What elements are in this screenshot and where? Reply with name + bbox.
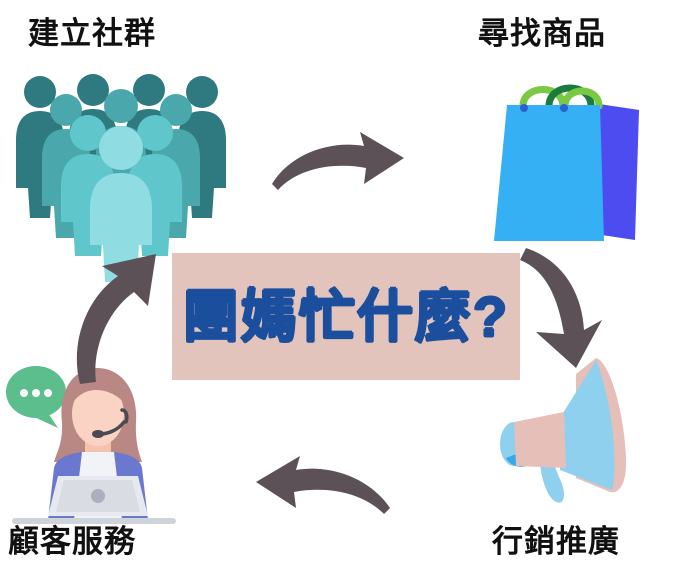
label-customer-service: 顧客服務	[8, 524, 136, 559]
label-find-products: 尋找商品	[478, 16, 606, 51]
chat-bubble-icon	[6, 366, 66, 428]
arrow-customer-service-to-build-community	[62, 242, 182, 388]
support-agent-icon	[2, 356, 184, 528]
megaphone-icon	[492, 352, 664, 524]
people-group-icon	[10, 70, 232, 282]
arrow-build-community-to-find-products	[268, 128, 414, 212]
page-title: 團媽忙什麼?	[182, 284, 510, 348]
arrow-marketing-to-customer-service	[248, 448, 394, 532]
label-marketing-promotion: 行銷推廣	[492, 524, 620, 559]
arrow-find-products-to-marketing	[516, 240, 634, 374]
center-title-plaque: 團媽忙什麼?	[172, 253, 520, 380]
label-build-community: 建立社群	[28, 16, 156, 51]
shopping-bag-icon	[487, 72, 647, 252]
